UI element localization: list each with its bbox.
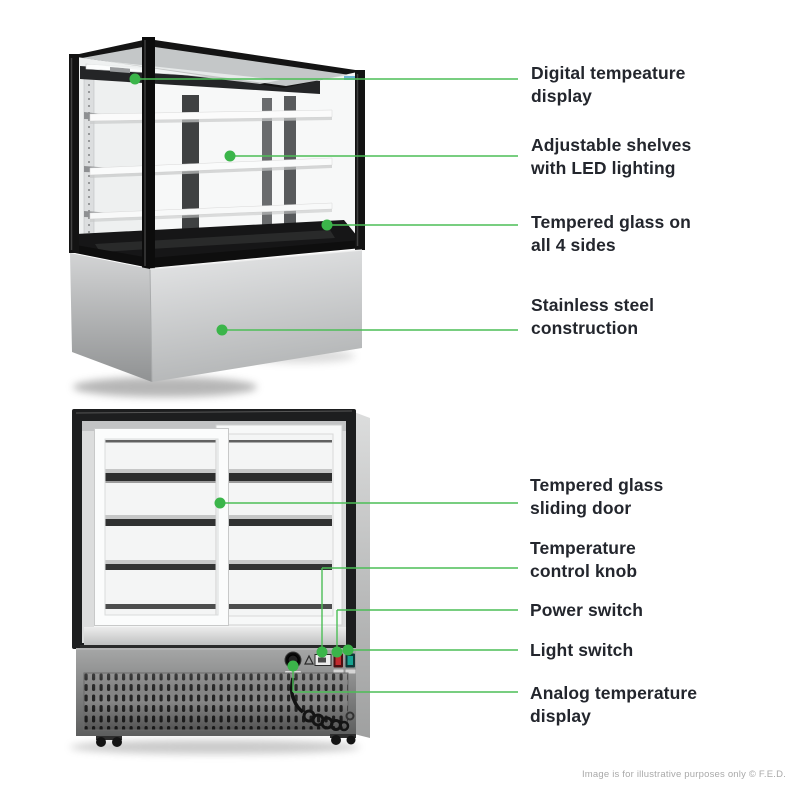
right-side-panel [354,412,370,738]
frame-posts [69,37,365,269]
callout-dot-tempered-glass [321,219,333,231]
cabinet-shadow [73,377,257,397]
callout-dot-adjustable-shelves [224,150,236,162]
callout-dot-sliding-door [214,497,226,509]
base-front-face [150,250,362,382]
label-line: Light switch [530,640,634,660]
callout-dot-temp-control [316,646,328,658]
rear-cabinet-figure [70,409,370,754]
label-power-switch: Power switch [530,599,643,622]
light-switch [345,653,356,674]
callout-dot-stainless-steel [216,324,228,336]
canopy-band [80,66,320,94]
label-line: control knob [530,561,638,581]
label-line: Stainless steel [531,295,655,315]
callout-dots [129,73,354,672]
label-line: display [531,86,593,106]
inner-frame-shade [82,421,346,431]
frame-bottom-left [70,244,150,268]
frame-highlight [75,410,353,414]
glass-top-highlight [88,60,280,84]
label-line: Tempered glass [530,475,664,495]
sill-shadow-line [80,645,350,648]
label-line: Temperature [530,538,636,558]
label-tempered-glass-sides: Tempered glass on all 4 sides [531,211,691,257]
warning-icon [304,654,314,665]
footer-disclaimer: Image is for illustrative purposes only … [581,769,786,780]
label-line: Tempered glass on [531,212,691,232]
label-temperature-control-knob: Temperature control knob [530,537,637,583]
callout-dot-light-switch [342,644,354,656]
cabinet-shadow [70,740,360,754]
label-line: Digital tempeature [531,63,686,83]
callout-dot-digital-display [129,73,141,85]
base-corner-edge [149,268,153,383]
callout-dot-power-switch [331,646,343,658]
label-line: construction [531,318,639,338]
label-line: display [530,706,592,726]
callout-dot-analog-display [287,660,299,672]
label-line: all 4 sides [531,235,616,255]
label-line: with LED lighting [531,158,676,178]
panel-highlight [76,648,356,650]
label-line: Power switch [530,600,644,620]
label-stainless-steel: Stainless steel construction [531,294,654,340]
label-line: Adjustable shelves [531,135,692,155]
sliding-door-left [94,428,229,626]
frame-bottom-front [150,240,362,268]
front-cabinet-figure [69,37,365,397]
label-light-switch: Light switch [530,639,633,662]
base-top-edge [149,249,363,270]
label-sliding-door: Tempered glass sliding door [530,474,663,520]
door-sill [84,627,346,646]
label-analog-temperature-display: Analog temperature display [530,682,697,728]
base-left-face [70,253,152,382]
label-adjustable-shelves: Adjustable shelves with LED lighting [531,134,691,180]
label-line: sliding door [530,498,632,518]
label-digital-temperature-display: Digital tempeature display [531,62,685,108]
brand-sticker [344,76,356,80]
label-line: Analog temperature [530,683,698,703]
vent-grille [83,672,349,731]
light-bracket [110,67,130,73]
power-cord [289,677,355,732]
caster-feet [96,734,356,747]
